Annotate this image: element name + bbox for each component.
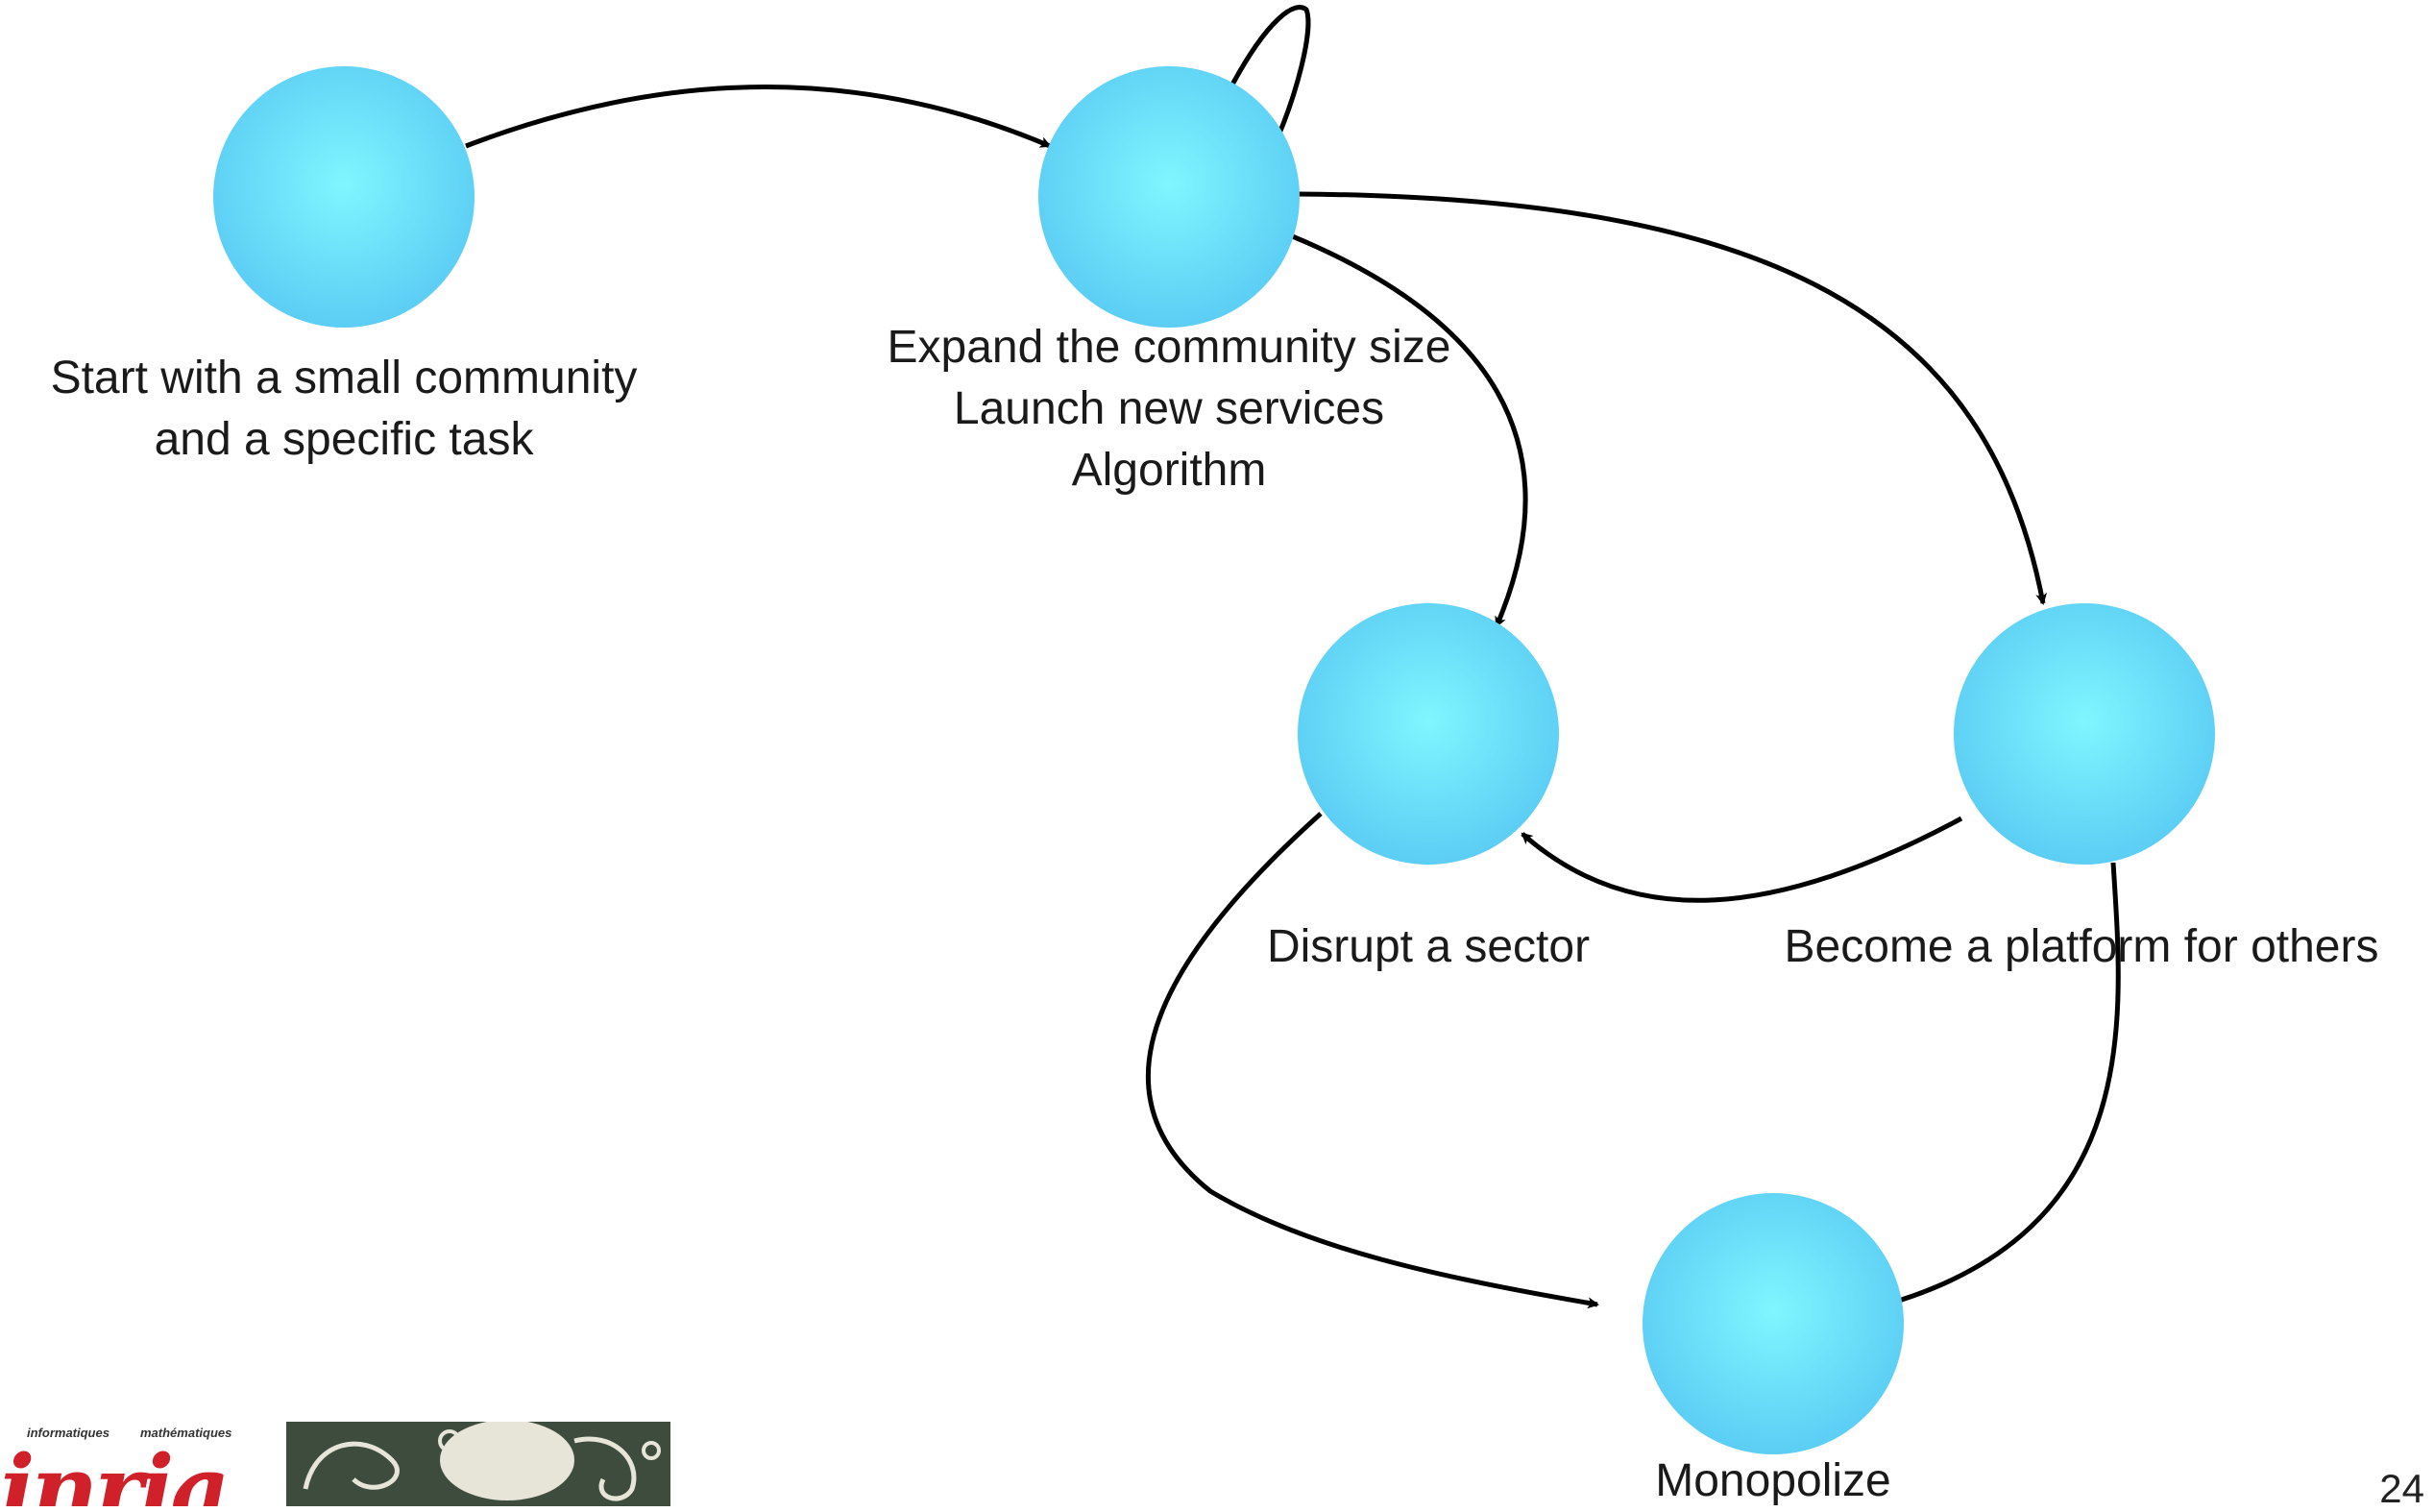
node-disrupt[interactable] [1298, 603, 1559, 865]
node-start-line-2: and a specific task [154, 414, 534, 465]
node-platform[interactable] [1954, 603, 2215, 865]
node-monopolize-label: Monopolize [1485, 1451, 2061, 1512]
decorative-logo-image [286, 1422, 670, 1506]
edge-expand-self-loop [1229, 5, 1311, 151]
node-expand-line-3: Algorithm [1071, 445, 1267, 496]
nodes-group [213, 66, 2215, 1454]
inria-logo: informatiques mathématiques inria [0, 1420, 269, 1506]
logo-tagline-right: mathématiques [140, 1426, 232, 1440]
node-start-label: Start with a small community and a speci… [0, 348, 688, 471]
node-platform-label: Become a platform for others [1729, 916, 2434, 978]
node-expand-label: Expand the community size Launch new ser… [823, 317, 1515, 501]
node-expand-line-1: Expand the community size [887, 322, 1451, 373]
edge-platform-to-monopolize [1866, 862, 2121, 1313]
node-disrupt-label: Disrupt a sector [1140, 916, 1716, 978]
node-platform-line-1: Become a platform for others [1784, 921, 2379, 972]
edge-expand-to-platform [1296, 191, 2048, 605]
node-monopolize-line-1: Monopolize [1655, 1455, 1891, 1506]
node-expand-line-2: Launch new services [953, 383, 1385, 434]
edge-disrupt-to-monopolize [1145, 812, 1599, 1309]
node-expand[interactable] [1038, 66, 1300, 328]
logo-wordmark: inria [0, 1435, 231, 1506]
edge-start-to-expand [465, 85, 1052, 149]
node-start[interactable] [213, 66, 475, 328]
page-number: 24 [2379, 1466, 2424, 1511]
edges-group [465, 5, 2121, 1313]
node-start-line-1: Start with a small community [50, 353, 638, 403]
logo-tagline-left: informatiques [27, 1426, 110, 1440]
edge-platform-to-disrupt [1521, 816, 1963, 903]
edge-expand-to-disrupt [1289, 232, 1528, 628]
node-monopolize[interactable] [1643, 1193, 1904, 1454]
node-disrupt-line-1: Disrupt a sector [1266, 921, 1591, 972]
